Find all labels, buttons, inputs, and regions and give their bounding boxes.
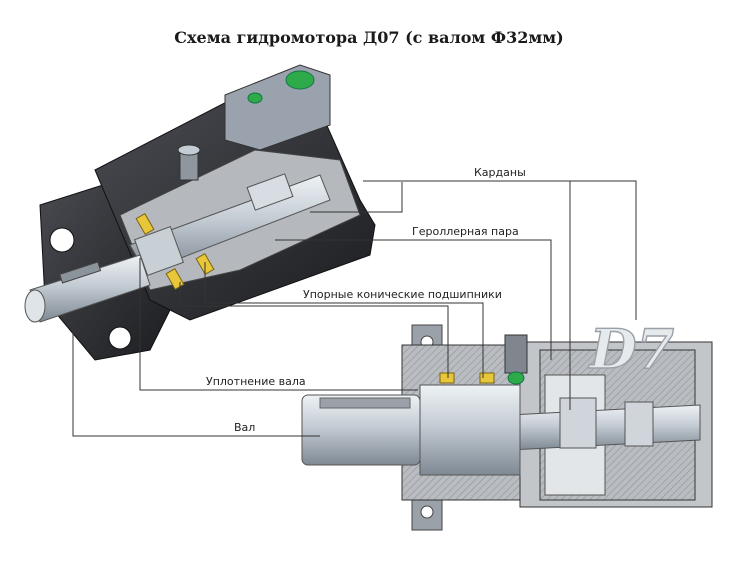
label-seal: Уплотнение вала	[203, 375, 309, 388]
leader-seal	[139, 258, 418, 391]
label-bearings: Упорные конические подшипники	[300, 288, 505, 301]
diagram-title: Схема гидромотора Д07 (с валом Ф32мм)	[174, 28, 564, 47]
leader-gerotor	[275, 239, 552, 360]
leader-bearings-b	[179, 282, 449, 378]
logo-mark: D7	[588, 317, 674, 381]
leader-kardany-main	[363, 180, 637, 320]
label-shaft: Вал	[231, 421, 259, 434]
label-kardany: Карданы	[471, 166, 529, 179]
leader-kardany-secondary	[310, 182, 403, 213]
label-gerotor: Героллерная пара	[409, 225, 522, 238]
leader-shaft	[72, 312, 320, 437]
leader-bearings-a	[204, 262, 484, 378]
section-view-illustration: D7	[301, 316, 713, 531]
cutaway-motor-illustration	[24, 64, 376, 361]
leader-lines	[72, 180, 637, 437]
